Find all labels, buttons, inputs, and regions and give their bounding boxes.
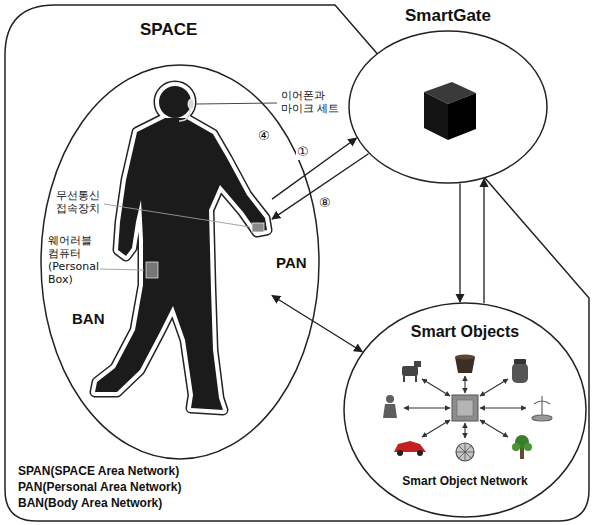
node-caption: Smart Object Network bbox=[402, 474, 527, 488]
text-slot: 이어폰과 마이크 세트 bbox=[281, 90, 341, 116]
person-head bbox=[159, 86, 191, 118]
person-silhouette bbox=[95, 86, 267, 410]
smartgate-cube bbox=[448, 93, 476, 140]
person-body bbox=[95, 118, 267, 410]
fountain-icon bbox=[534, 401, 550, 404]
region-title: SPACE bbox=[140, 20, 197, 40]
ellipse-outline bbox=[41, 65, 319, 459]
car-icon bbox=[417, 450, 423, 456]
plant-icon bbox=[512, 435, 532, 459]
text-slot: ① bbox=[296, 145, 310, 160]
plant-icon bbox=[512, 443, 520, 451]
connector-arrow bbox=[272, 154, 368, 219]
connector-arrow bbox=[272, 296, 362, 352]
node-title: SmartGate bbox=[405, 6, 491, 26]
part-label: 이어폰과 마이크 세트 bbox=[281, 90, 341, 116]
callout-number: ① bbox=[296, 145, 310, 160]
text-slot: Smart Objects bbox=[411, 322, 519, 341]
robot-icon bbox=[404, 376, 416, 382]
robot-icon bbox=[402, 366, 418, 376]
connector-arrow bbox=[483, 179, 484, 303]
text-slot: BAN(Body Area Network) bbox=[18, 496, 162, 510]
text-slot: ⑧ bbox=[318, 196, 332, 211]
robot-icon bbox=[402, 361, 421, 382]
abbreviation-note: SPAN(SPACE Area Network) bbox=[18, 464, 179, 478]
object-network-spokes bbox=[404, 407, 450, 408]
abbreviation-note: PAN(Personal Area Network) bbox=[18, 480, 181, 494]
jar-icon bbox=[514, 359, 526, 364]
region-outline bbox=[5, 5, 589, 521]
callout-number: ④ bbox=[258, 128, 270, 143]
person-silhouette bbox=[95, 86, 267, 410]
text-slot: SmartGate bbox=[405, 6, 491, 26]
fountain-icon bbox=[532, 396, 552, 421]
object-network-spokes bbox=[464, 376, 465, 393]
person-body bbox=[95, 118, 267, 410]
person-body bbox=[95, 118, 267, 410]
object-network-spokes bbox=[404, 376, 526, 438]
person-head bbox=[159, 86, 191, 118]
wheel-icon bbox=[456, 443, 474, 461]
network-name: PAN bbox=[276, 254, 307, 272]
text-slot: SPACE bbox=[140, 20, 197, 40]
jar-icon bbox=[512, 363, 528, 383]
object-network-spokes bbox=[480, 379, 508, 396]
fountain-icon bbox=[532, 415, 552, 421]
leader-line bbox=[100, 269, 144, 270]
node-title: Smart Objects bbox=[411, 322, 519, 341]
leader-line bbox=[104, 204, 250, 227]
wheel-icon bbox=[456, 443, 474, 461]
basket-icon bbox=[455, 355, 475, 360]
smartgate-cube bbox=[424, 82, 476, 140]
jar-icon bbox=[512, 359, 528, 383]
statue-icon bbox=[386, 395, 394, 403]
wheel-icon bbox=[456, 443, 474, 461]
car-icon bbox=[397, 450, 403, 456]
callout-number: ⑧ bbox=[318, 196, 332, 211]
connector-arrow bbox=[459, 183, 460, 302]
statue-icon bbox=[383, 404, 397, 418]
person-head bbox=[159, 86, 191, 118]
ellipse-outline bbox=[349, 31, 547, 183]
car-icon bbox=[394, 441, 426, 456]
object-network-spokes bbox=[464, 423, 465, 438]
ban-body-outline: BAN bbox=[70, 75, 272, 425]
part-label: 웨어러블 컴퓨터 (Personal Box) bbox=[48, 235, 112, 287]
network-name: BAN bbox=[72, 310, 105, 328]
node-outline bbox=[70, 75, 272, 425]
text-slot: ④ bbox=[258, 128, 270, 143]
text-slot: PAN(Personal Area Network) bbox=[18, 480, 181, 494]
statue-icon bbox=[383, 395, 397, 418]
text-slot: SPAN(SPACE Area Network) bbox=[18, 464, 179, 478]
text-slot: BAN bbox=[72, 310, 105, 328]
object-network-spokes bbox=[422, 379, 450, 396]
earphone-mic-set bbox=[179, 99, 194, 121]
text-slot: Smart Object Network bbox=[402, 474, 527, 488]
abbreviation-note: BAN(Body Area Network) bbox=[18, 496, 162, 510]
network-hub bbox=[452, 395, 478, 421]
wireless-device bbox=[252, 223, 264, 232]
smartgate-cube bbox=[424, 92, 448, 140]
text-slot: 무선통신 접속장치 bbox=[56, 190, 110, 216]
text-slot: PAN bbox=[276, 254, 307, 272]
network-hub bbox=[457, 400, 473, 416]
part-label: 무선통신 접속장치 bbox=[56, 190, 110, 216]
ellipse-outline bbox=[344, 303, 586, 517]
plant-icon bbox=[524, 443, 532, 451]
basket-icon bbox=[455, 355, 475, 374]
earphone-mic-set bbox=[179, 109, 190, 121]
network-hub bbox=[452, 395, 478, 421]
earphone-mic-set bbox=[188, 99, 194, 109]
object-network-spokes bbox=[422, 420, 450, 437]
person-silhouette bbox=[95, 86, 267, 410]
robot-icon bbox=[414, 361, 421, 367]
object-network-spokes bbox=[480, 420, 508, 437]
leader-line bbox=[196, 103, 277, 104]
object-network-spokes bbox=[480, 407, 526, 408]
text-slot: 웨어러블 컴퓨터 (Personal Box) bbox=[48, 235, 112, 287]
personal-box bbox=[146, 262, 158, 278]
